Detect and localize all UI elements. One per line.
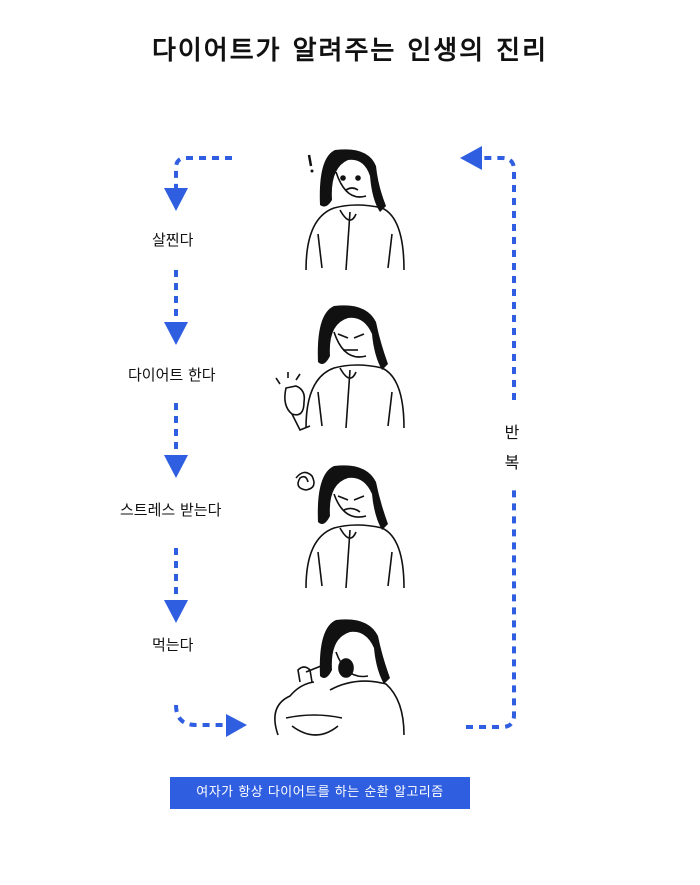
caption-banner: 여자가 항상 다이어트를 하는 순환 알고리즘	[170, 777, 470, 809]
determined-woman-illustration	[275, 331, 405, 432]
loop-line-lower	[466, 488, 516, 729]
cycle-step-stress: 스트레스 받는다	[120, 501, 222, 519]
cycle-step-gain-weight: 살찐다	[152, 231, 194, 249]
page-title: 다이어트가 알려주는 인생의 진리	[151, 36, 549, 66]
loop-label-char-1: 반	[504, 423, 520, 442]
arrowhead-start	[164, 188, 188, 211]
arrow-to-eating	[174, 704, 228, 727]
eating-woman-illustration	[274, 651, 405, 736]
loop-label: 반 복	[500, 418, 524, 478]
cycle-step-diet: 다이어트 한다	[128, 366, 216, 384]
arrowhead-4	[164, 600, 188, 623]
arrowhead-2	[164, 322, 188, 345]
loop-line-upper	[482, 156, 516, 400]
loop-label-char-2: 복	[504, 453, 520, 472]
arrowhead-eating	[226, 714, 247, 737]
surprised-woman-illustration	[305, 171, 405, 271]
arrowhead-3	[164, 455, 188, 478]
stressed-woman-illustration	[295, 471, 405, 589]
arrow-start	[174, 156, 232, 188]
cycle-step-eat: 먹는다	[152, 636, 194, 654]
arrowhead-loop	[460, 146, 482, 170]
